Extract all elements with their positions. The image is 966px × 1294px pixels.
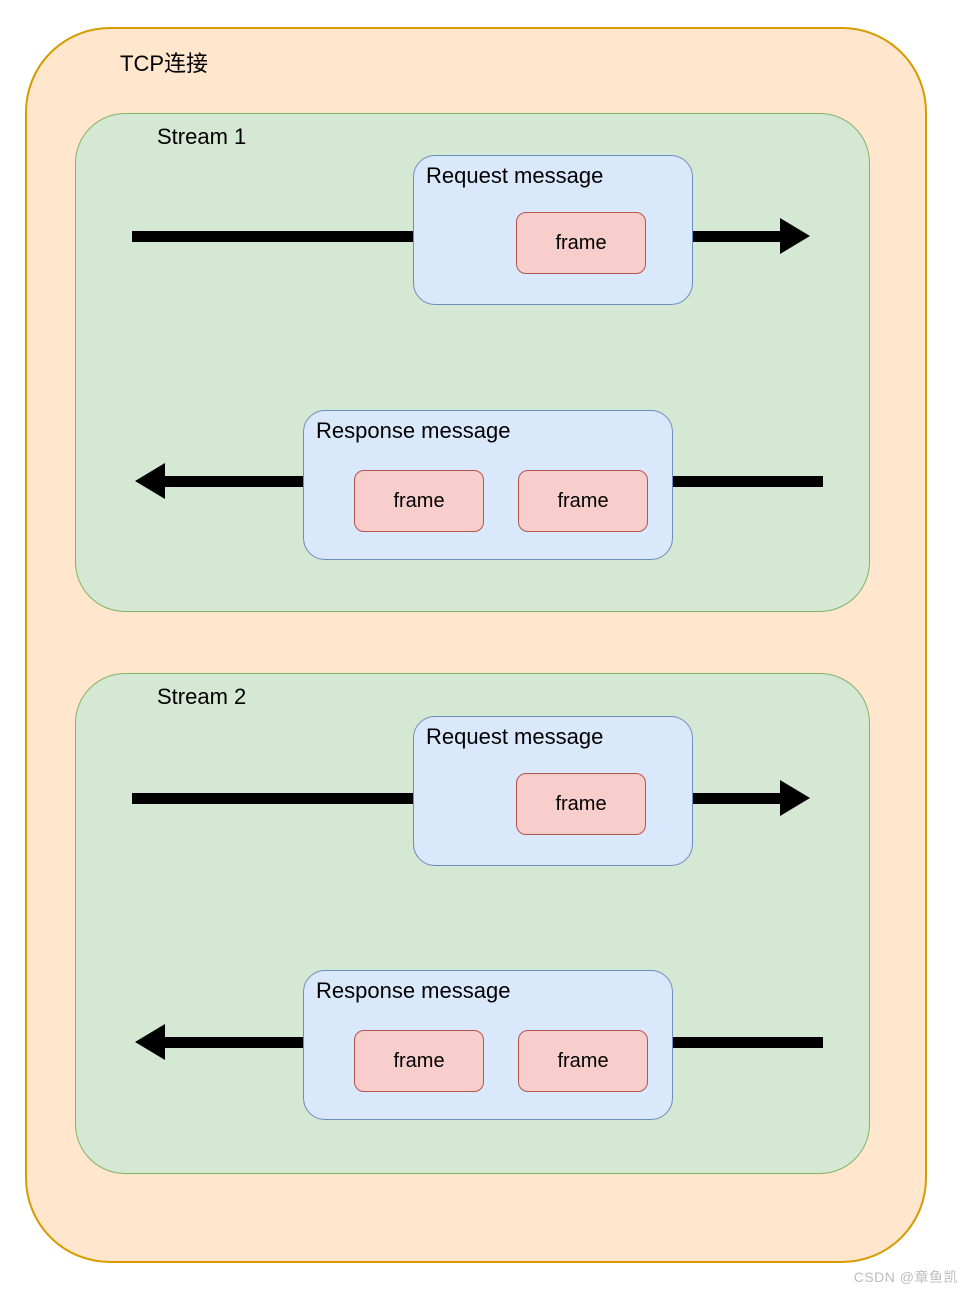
request-message-label: Request message bbox=[426, 163, 604, 188]
stream-2-response-message-box: Response message frame frame bbox=[303, 970, 673, 1120]
stream-1-request-arrowhead-icon bbox=[780, 218, 810, 254]
tcp-connection-label: TCP连接 bbox=[120, 51, 209, 76]
frame-box: frame bbox=[516, 773, 646, 835]
stream-1-label: Stream 1 bbox=[157, 124, 247, 149]
frame-box: frame bbox=[354, 1030, 484, 1092]
frame-box: frame bbox=[518, 470, 648, 532]
frame-box: frame bbox=[518, 1030, 648, 1092]
frame-box: frame bbox=[354, 470, 484, 532]
response-message-label: Response message bbox=[316, 418, 511, 443]
response-message-label: Response message bbox=[316, 978, 511, 1003]
stream-2-label: Stream 2 bbox=[157, 684, 247, 709]
frame-box: frame bbox=[516, 212, 646, 274]
request-message-label: Request message bbox=[426, 724, 604, 749]
stream-1-request-message-box: Request message frame bbox=[413, 155, 693, 305]
stream-1-response-message-box: Response message frame frame bbox=[303, 410, 673, 560]
csdn-watermark: CSDN @章鱼凯 bbox=[853, 1269, 958, 1285]
stream-2-request-arrowhead-icon bbox=[780, 780, 810, 816]
stream-2-response-arrowhead-icon bbox=[135, 1024, 165, 1060]
stream-2-request-message-box: Request message frame bbox=[413, 716, 693, 866]
stream-1-response-arrowhead-icon bbox=[135, 463, 165, 499]
